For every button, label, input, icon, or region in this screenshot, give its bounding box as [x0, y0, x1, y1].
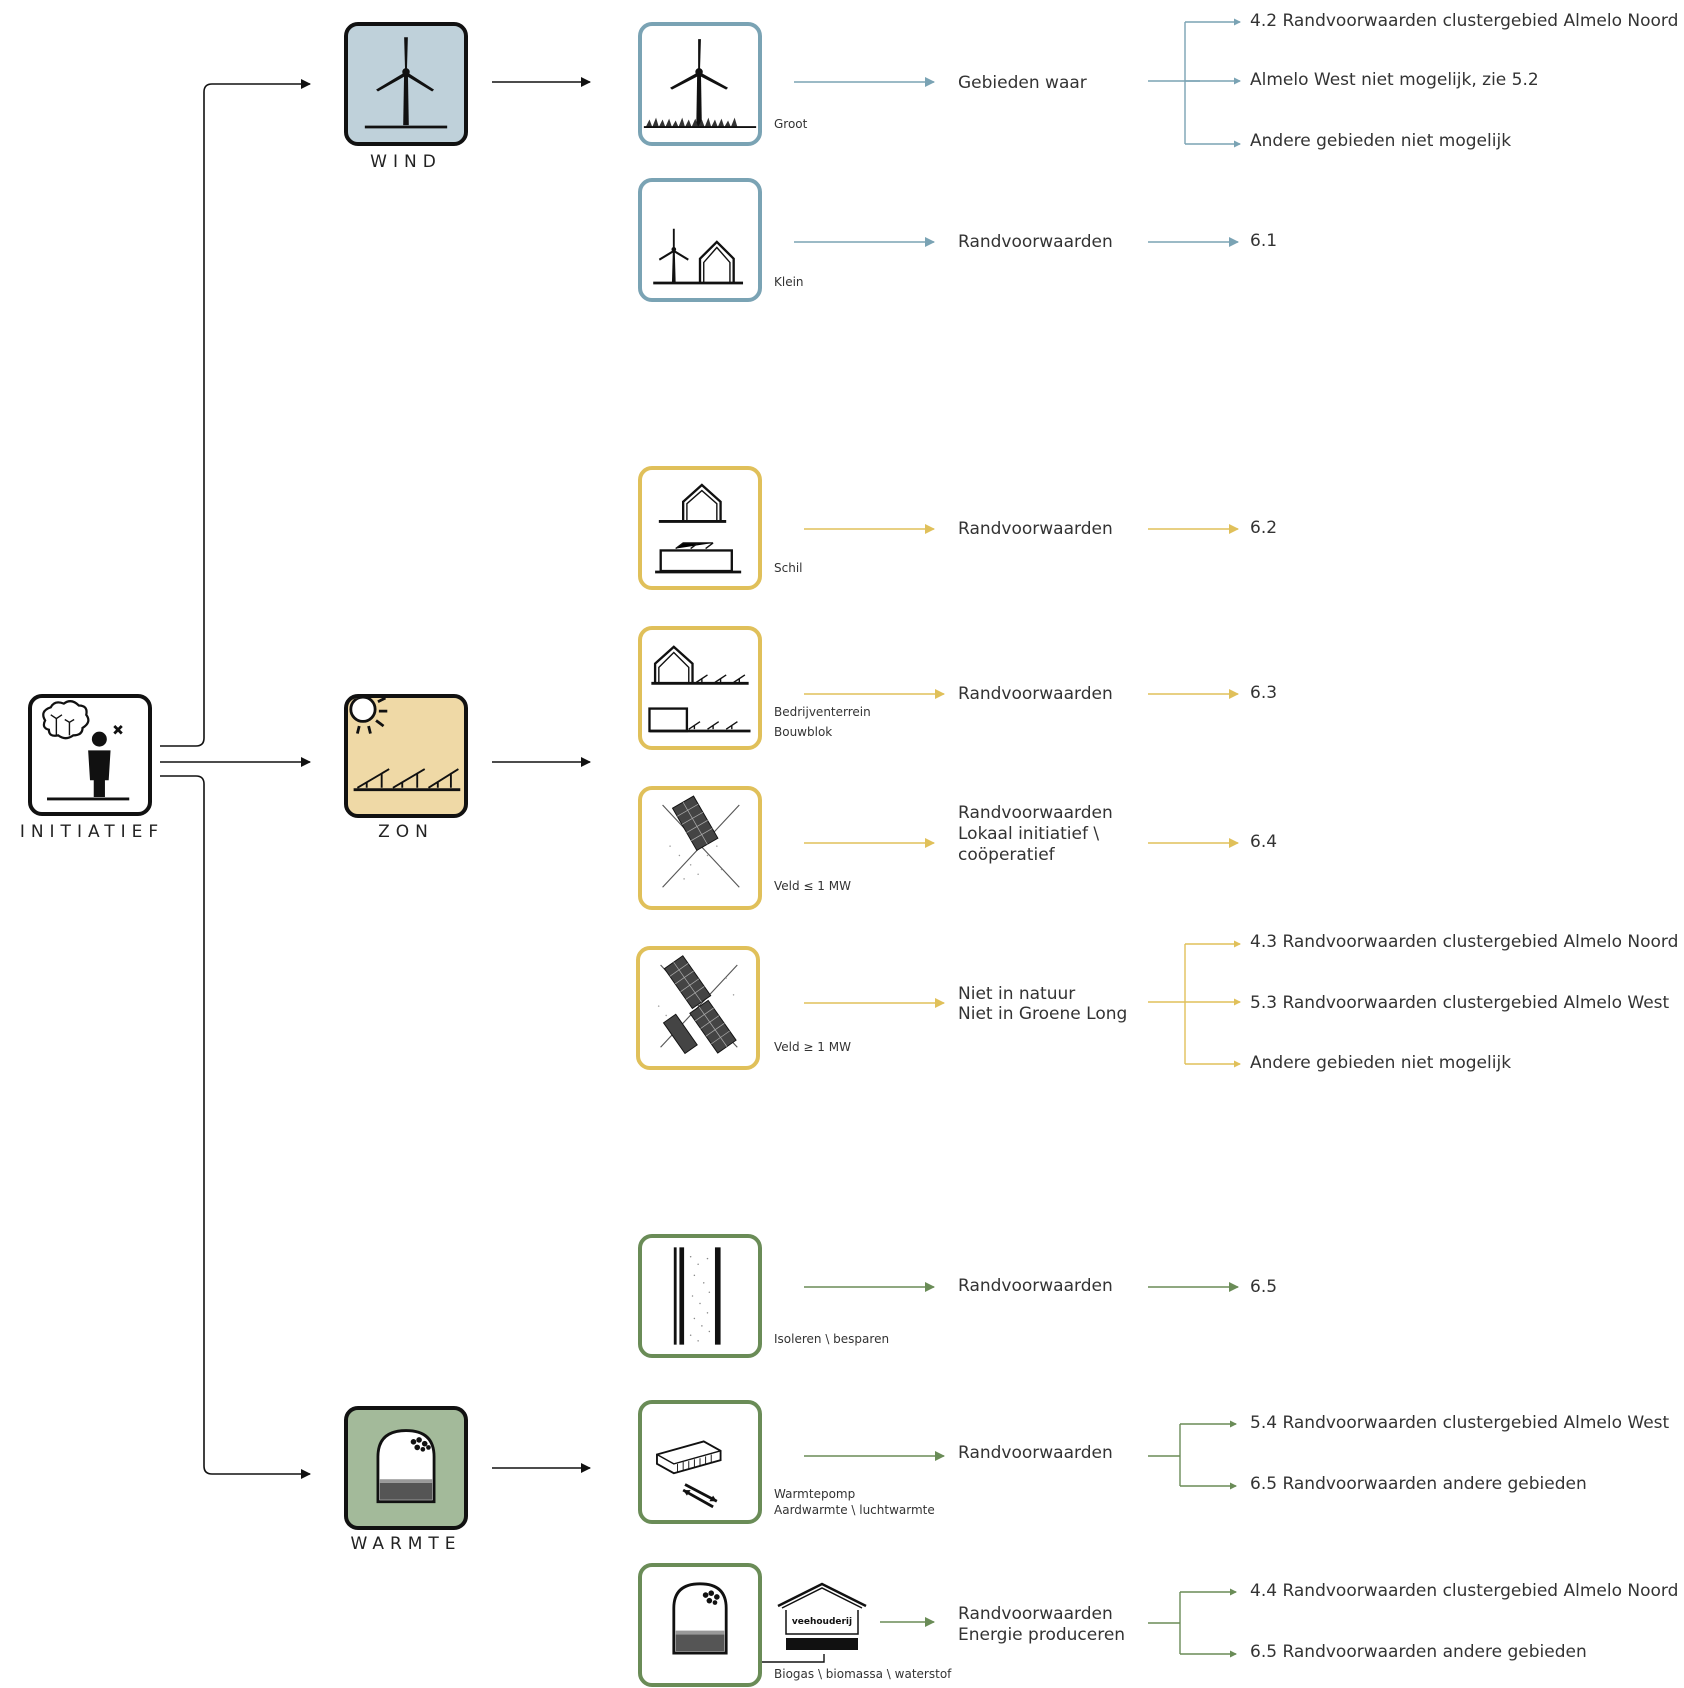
initiatief-box[interactable] [28, 694, 152, 816]
zon-veld-klein-mid-2: Lokaal initiatief \ [958, 824, 1100, 844]
person-with-idea-icon [42, 700, 130, 801]
zon-veld-klein-mid-3: coöperatief [958, 845, 1055, 865]
zon-veld-groot-box[interactable] [636, 946, 760, 1070]
wind-klein-box[interactable] [638, 178, 762, 302]
heat-pump-icon [656, 1440, 722, 1509]
wind-groot-ref-3[interactable]: Andere gebieden niet mogelijk [1250, 131, 1512, 151]
zon-bedrijf-box[interactable] [638, 626, 762, 750]
zon-schil-ref-1[interactable]: 6.2 [1250, 518, 1278, 538]
warmte-isoleren-label: Isoleren \ besparen [774, 1332, 890, 1346]
zon-schil-box[interactable] [638, 466, 762, 590]
biogas-tank-icon [376, 1429, 436, 1504]
zon-bedrijf-label-1: Bedrijventerrein [774, 705, 871, 719]
wind-groot-ref-1[interactable]: 4.2 Randvoorwaarden clustergebied Almelo… [1250, 11, 1679, 31]
wind-category-box[interactable] [344, 22, 468, 146]
wind-klein-ref-1[interactable]: 6.1 [1250, 231, 1278, 251]
warmte-isoleren-box[interactable] [638, 1234, 762, 1358]
zon-category-box[interactable] [344, 694, 468, 818]
large-wind-turbine-icon [643, 39, 757, 128]
warmte-biogas-mid-2: Energie produceren [958, 1625, 1126, 1645]
zon-veld-groot-label: Veld ≥ 1 MW [774, 1040, 851, 1054]
wind-turbine-icon [364, 37, 448, 129]
small-solar-field-icon [662, 795, 740, 888]
initiatief-label: INITIATIEF [19, 822, 165, 842]
warmte-biogas-ref-1[interactable]: 4.4 Randvoorwaarden clustergebied Almelo… [1250, 1581, 1679, 1601]
large-solar-field-icon [657, 955, 738, 1055]
zon-bedrijf-ref-1[interactable]: 6.3 [1250, 683, 1278, 703]
zon-veld-klein-ref-1[interactable]: 6.4 [1250, 832, 1278, 852]
initiatief-to-wind-connector [160, 79, 311, 747]
zon-category-label: ZON [378, 822, 434, 842]
zon-veld-groot-mid-1: Niet in natuur [958, 984, 1076, 1004]
wind-klein-mid: Randvoorwaarden [958, 232, 1113, 252]
biogas-barn-icon [672, 1582, 728, 1655]
warmte-category-box[interactable] [344, 1406, 468, 1530]
zon-veld-groot-ref-3[interactable]: Andere gebieden niet mogelijk [1250, 1053, 1512, 1073]
warmte-category-label: WARMTE [350, 1534, 462, 1554]
zon-veld-klein-mid-1: Randvoorwaarden [958, 803, 1113, 823]
warmte-biogas-box[interactable] [638, 1563, 762, 1687]
zon-veld-klein-label: Veld ≤ 1 MW [774, 879, 851, 893]
zon-veld-groot-ref-1[interactable]: 4.3 Randvoorwaarden clustergebied Almelo… [1250, 932, 1679, 952]
warmte-warmtepomp-ref-1[interactable]: 5.4 Randvoorwaarden clustergebied Almelo… [1250, 1413, 1670, 1433]
initiatief-to-warmte-connector [160, 775, 311, 1479]
zon-schil-label: Schil [774, 561, 803, 575]
warmte-warmtepomp-ref-2[interactable]: 6.5 Randvoorwaarden andere gebieden [1250, 1474, 1587, 1494]
solar-panels-icon [349, 698, 461, 792]
zon-schil-mid: Randvoorwaarden [958, 519, 1113, 539]
barn-icon [777, 1582, 867, 1650]
wind-groot-ref-2[interactable]: Almelo West niet mogelijk, zie 5.2 [1250, 70, 1539, 90]
zon-veld-groot-ref-2[interactable]: 5.3 Randvoorwaarden clustergebied Almelo… [1250, 993, 1670, 1013]
wind-groot-label: Groot [774, 117, 808, 131]
zon-bedrijf-mid: Randvoorwaarden [958, 684, 1113, 704]
wind-groot-mid: Gebieden waar [958, 73, 1087, 93]
warmte-warmtepomp-label-2: Aardwarmte \ luchtwarmte [774, 1503, 935, 1517]
small-wind-turbine-house-icon [653, 228, 744, 285]
barn-label: veehouderij [791, 1617, 853, 1627]
zon-bedrijf-label-2: Bouwblok [774, 725, 833, 739]
warmte-biogas-label: Biogas \ biomassa \ waterstof [774, 1667, 952, 1681]
warmte-biogas-mid-1: Randvoorwaarden [958, 1604, 1113, 1624]
warmte-biogas-ref-2[interactable]: 6.5 Randvoorwaarden andere gebieden [1250, 1642, 1587, 1662]
warmte-warmtepomp-mid: Randvoorwaarden [958, 1443, 1113, 1463]
warmte-isoleren-mid: Randvoorwaarden [958, 1276, 1113, 1296]
wind-category-label: WIND [370, 152, 442, 172]
warmte-warmtepomp-label-1: Warmtepomp [774, 1487, 856, 1501]
zon-veld-klein-box[interactable] [638, 786, 762, 910]
industrial-solar-icon [648, 645, 751, 733]
building-roof-solar-icon [655, 483, 742, 574]
wind-klein-label: Klein [774, 275, 804, 289]
insulation-wall-icon [673, 1247, 721, 1345]
warmte-isoleren-ref-1[interactable]: 6.5 [1250, 1277, 1278, 1297]
wind-groot-box[interactable] [638, 22, 762, 146]
warmte-warmtepomp-box[interactable] [638, 1400, 762, 1524]
zon-veld-groot-mid-2: Niet in Groene Long [958, 1004, 1128, 1024]
